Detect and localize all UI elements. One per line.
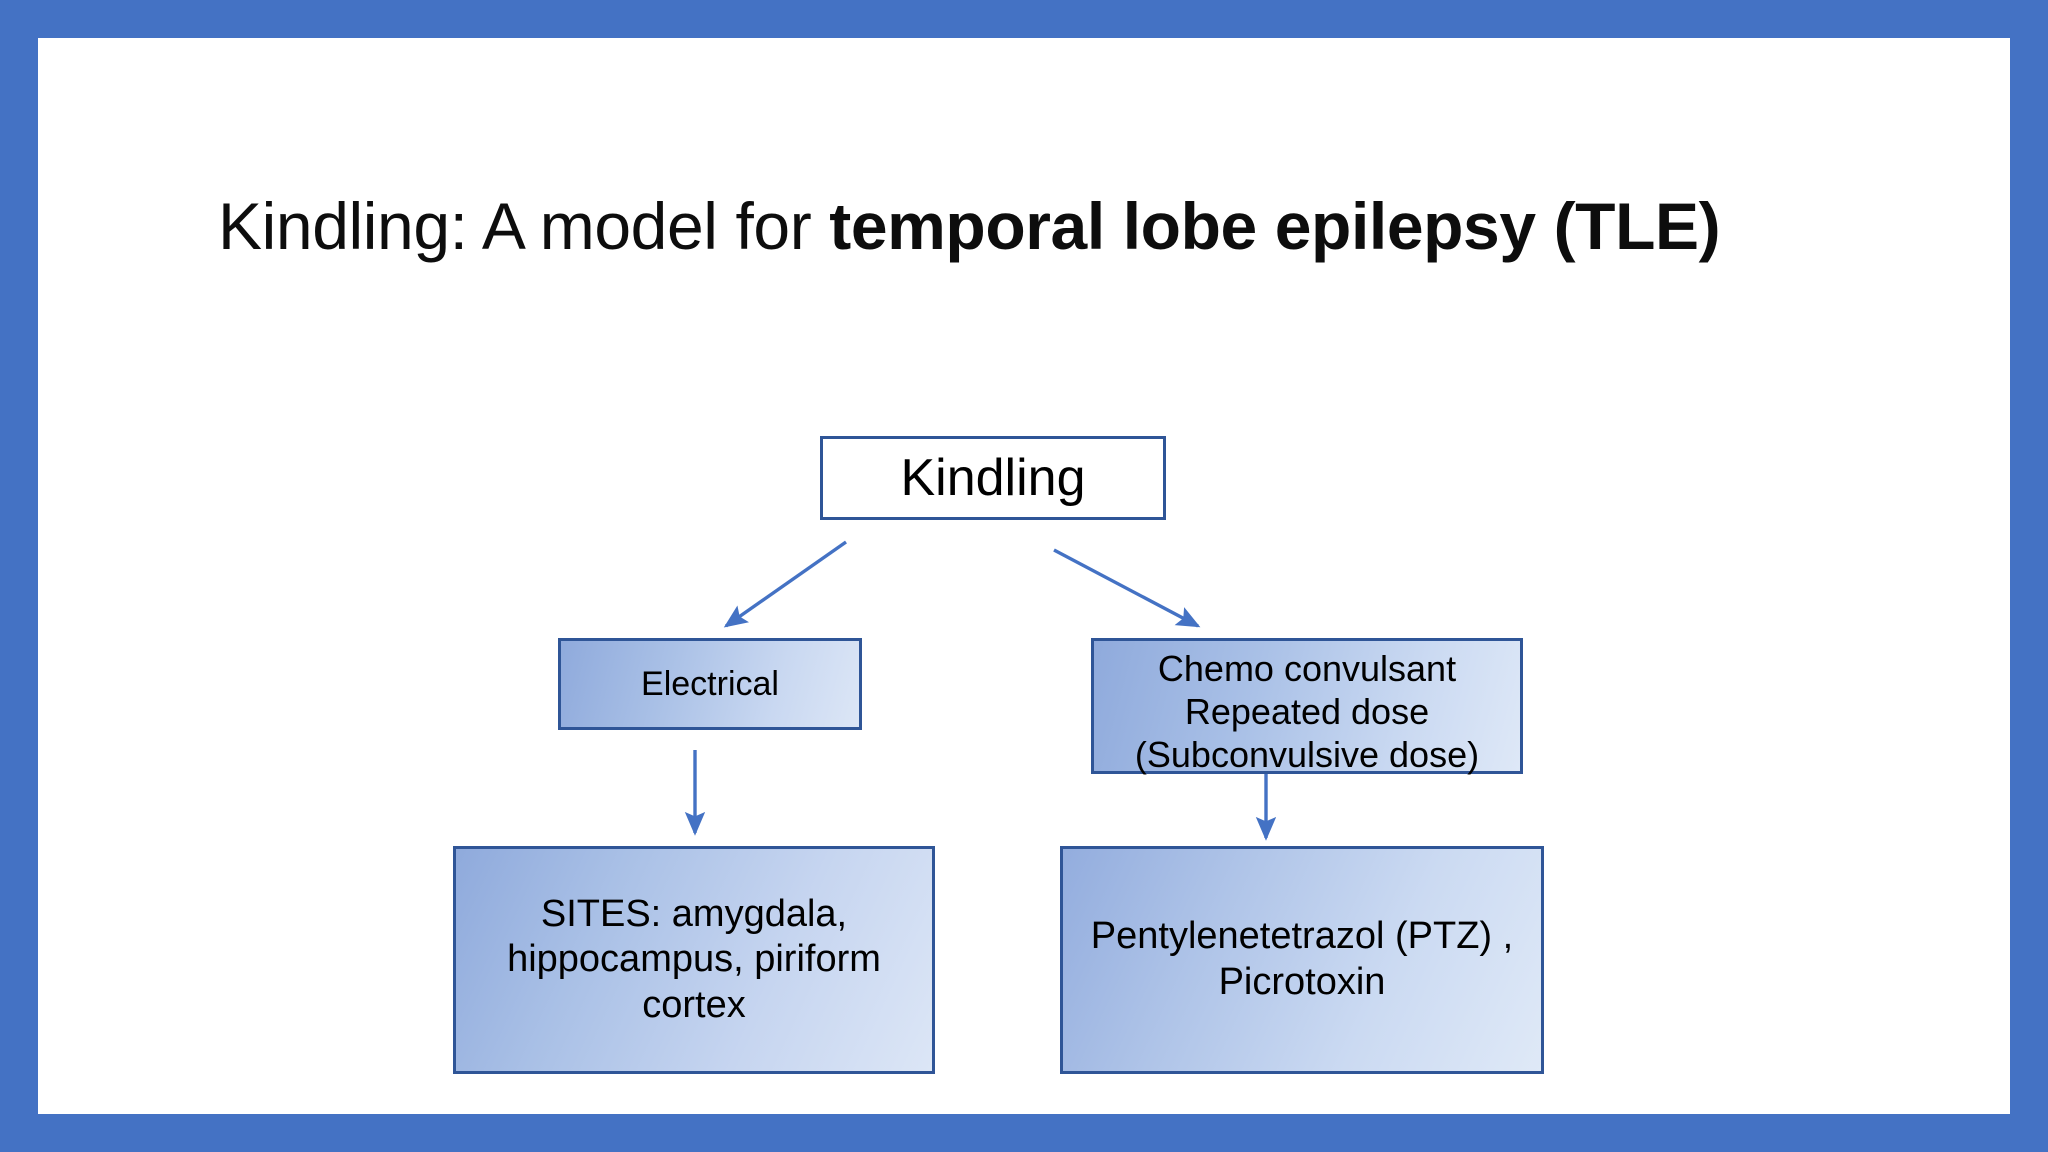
node-kindling-label: Kindling	[900, 448, 1086, 507]
node-chemoconvulsant-drugs[interactable]: Pentylenetetrazol (PTZ) , Picrotoxin	[1060, 846, 1544, 1074]
node-sites-line-1: SITES: amygdala,	[540, 892, 848, 935]
arrow-kindling-to-chemo	[1053, 548, 1201, 628]
node-sites-line-2: hippocampus, piriform	[507, 938, 881, 981]
node-chemo-line-2: Repeated dose	[1184, 691, 1430, 733]
node-electrical-sites[interactable]: SITES: amygdala, hippocampus, piriform c…	[453, 846, 935, 1074]
node-chemo-convulsant[interactable]: Chemo convulsant Repeated dose (Subconvu…	[1091, 638, 1523, 776]
node-sites-line-3: cortex	[642, 983, 746, 1026]
node-drugs-line-1: Pentylenetetrazol (PTZ) ,	[1090, 915, 1514, 958]
node-chemo-line-3: (Subconvulsive dose)	[1134, 734, 1480, 776]
node-drugs-line-2: Picrotoxin	[1218, 961, 1386, 1003]
page-title: Kindling: A model for temporal lobe epil…	[218, 188, 1918, 266]
page-title-bold: temporal lobe epilepsy (TLE)	[829, 189, 1721, 263]
slide-content-area: Kindling: A model for temporal lobe epil…	[38, 38, 2010, 1114]
page-title-plain: Kindling: A model for	[218, 189, 830, 263]
node-kindling[interactable]: Kindling	[820, 436, 1166, 520]
node-chemo-line-1: Chemo convulsant	[1157, 648, 1457, 689]
arrow-kindling-to-electrical	[723, 540, 847, 628]
node-electrical-label: Electrical	[641, 664, 779, 703]
node-electrical[interactable]: Electrical	[558, 638, 862, 730]
